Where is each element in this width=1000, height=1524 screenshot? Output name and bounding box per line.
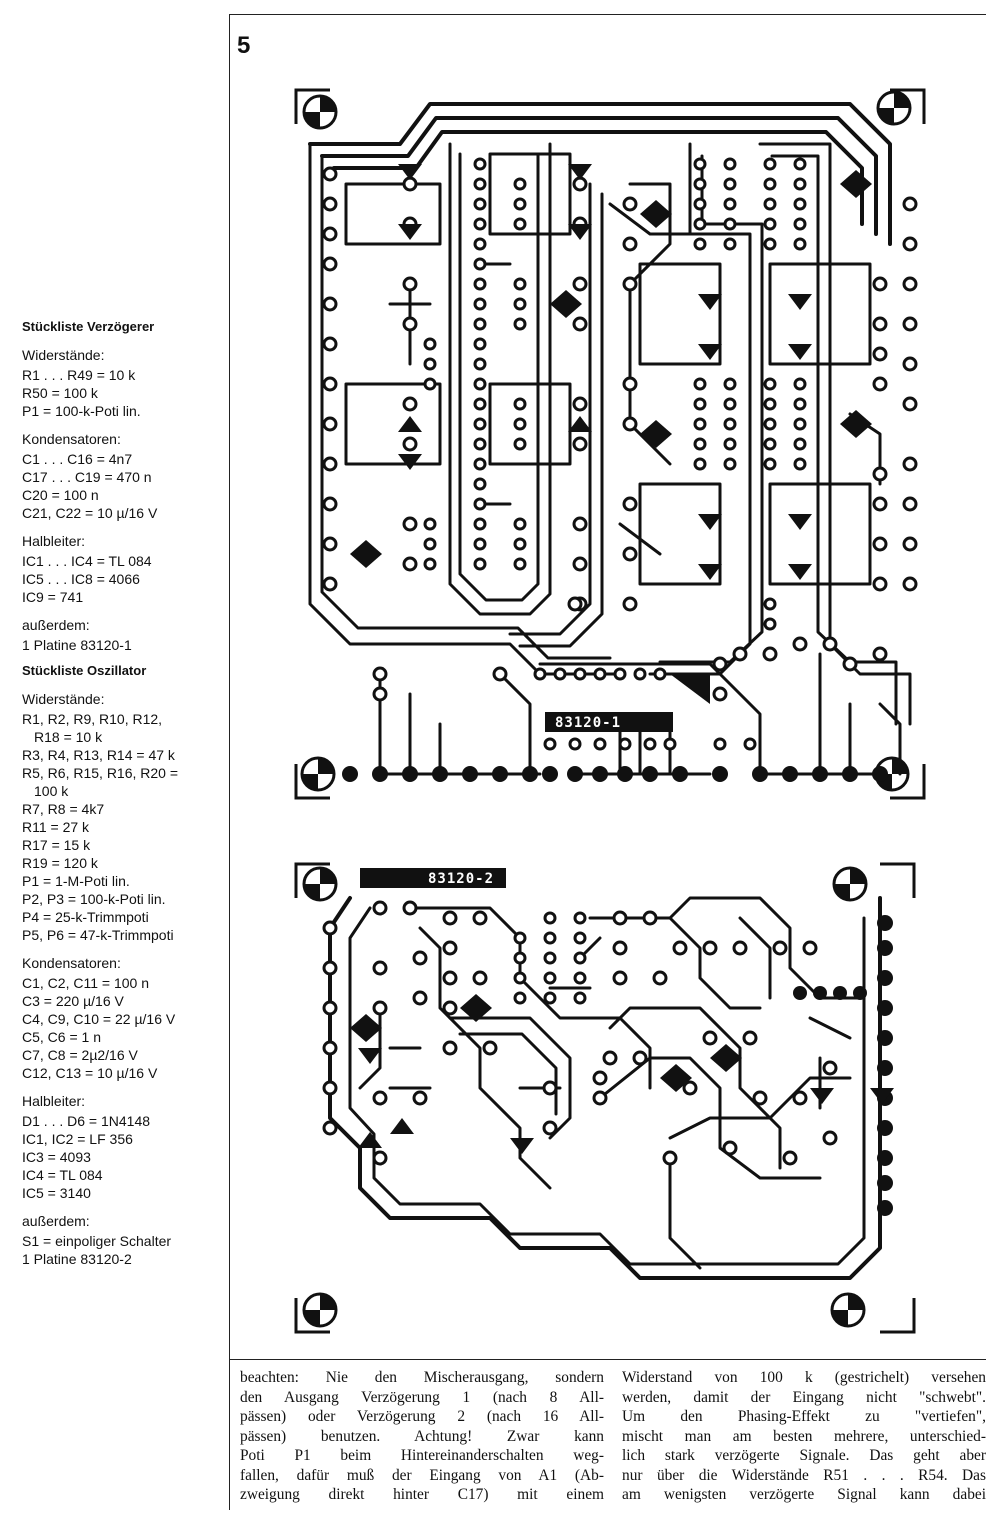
text-line: pässen) benutzen. Achtung! Zwar kann [240,1427,604,1445]
section-title: außerdem: [22,1213,90,1229]
part-line: C17 . . . C19 = 470 n [22,469,152,485]
copper-traces [328,896,882,1280]
parts-lists: Stückliste Verzögerer Widerstände: R1 . … [22,318,222,1268]
part-line: R1 . . . R49 = 10 k [22,367,136,383]
text-line: mischt man am besten mehrere, unterschie… [622,1427,986,1445]
figure-number: 5 [237,32,251,59]
text-line: am wenigsten verzögerte Signal kann dabe… [622,1486,986,1503]
section-title: Widerstände: [22,691,105,707]
text-line: Um den Phasing-Effekt zu "vertiefen", [622,1408,986,1425]
part-line: C1, C2, C11 = 100 n [22,975,149,991]
registration-targets [300,90,912,792]
board-1-label: 83120-1 [555,715,621,731]
part-line: C3 = 220 µ/16 V [22,993,124,1009]
part-line: D1 . . . D6 = 1N4148 [22,1113,151,1129]
part-line: R1, R2, R9, R10, R12, [22,711,163,727]
part-line: IC1 . . . IC4 = TL 084 [22,553,152,569]
part-line: C4, C9, C10 = 22 µ/16 V [22,1011,176,1027]
part-line: 100 k [34,783,69,799]
part-line: P2, P3 = 100-k-Poti lin. [22,891,166,907]
registration-targets [302,866,868,1328]
part-line: C12, C13 = 10 µ/16 V [22,1065,158,1081]
part-line: R19 = 120 k [22,855,98,871]
part-line: C20 = 100 n [22,487,99,503]
pads [322,900,838,1166]
part-line: P1 = 100-k-Poti lin. [22,403,141,419]
section-title: Halbleiter: [22,1093,86,1109]
part-line: P5, P6 = 47-k-Trimmpoti [22,927,174,943]
pcb-board-2-drawing: 83120-2 [294,862,916,1334]
board-label-83120-1: 83120-1 [545,712,673,732]
part-line: R17 = 15 k [22,837,91,853]
text-line: zweigung direkt hinter C17) mit einem [240,1486,604,1503]
part-line: R11 = 27 k [22,819,90,835]
part-line: IC4 = TL 084 [22,1167,103,1183]
parts-heading-oszillator: Stückliste Oszillator [22,663,147,678]
pcb-board-1-drawing: 83120-1 [294,88,926,800]
ground-fill-triangles [350,994,894,1154]
section-title: Widerstände: [22,347,105,363]
text-line: werden, damit der Eingang nicht "schwebt… [622,1388,986,1406]
parts-heading-verzoegerer: Stückliste Verzögerer [22,319,155,334]
text-line: beachten: Nie den Mischerausgang, sonder… [240,1369,604,1386]
copper-traces [308,102,912,776]
body-text-column-1: beachten: Nie den Mischerausgang, sonder… [240,1368,604,1505]
part-line: R18 = 10 k [34,729,103,745]
section-title: Kondensatoren: [22,431,121,447]
text-line: lich stark verzögerte Signale. Das geht … [622,1447,986,1464]
connector-pads [793,915,893,1216]
part-line: C5, C6 = 1 n [22,1029,101,1045]
corner-marks [294,88,926,800]
text-line: Widerstand von 100 k (gestrichelt) verse… [622,1369,986,1386]
ground-pads-row [342,766,888,782]
part-line: IC3 = 4093 [22,1149,91,1165]
body-text-column-2: Widerstand von 100 k (gestrichelt) verse… [622,1368,986,1505]
text-line: fallen, dafür muß der Eingang von A1 (Ab… [240,1466,604,1484]
part-line: C1 . . . C16 = 4n7 [22,451,133,467]
section-title: Kondensatoren: [22,955,121,971]
text-line: pässen) oder Verzögerung 2 (nach 16 All- [240,1408,604,1425]
text-line: nur über die Widerstände R51 . . . R54. … [622,1466,986,1484]
pads [322,157,918,751]
top-rule [229,14,986,15]
corner-marks [294,862,916,1334]
part-line: 1 Platine 83120-1 [22,637,132,653]
figure-bottom-rule [229,1359,986,1360]
text-line: Poti P1 beim Hintereinanderschalten weg- [240,1447,604,1464]
part-line: R50 = 100 k [22,385,98,401]
part-line: C21, C22 = 10 µ/16 V [22,505,158,521]
part-line: 1 Platine 83120-2 [22,1251,132,1267]
part-line: IC5 . . . IC8 = 4066 [22,571,140,587]
ground-fill-triangles [350,164,872,704]
part-line: C7, C8 = 2µ2/16 V [22,1047,138,1063]
part-line: S1 = einpoliger Schalter [22,1233,172,1249]
board-2-label: 83120-2 [428,871,494,887]
part-line: R7, R8 = 4k7 [22,801,105,817]
part-line: IC1, IC2 = LF 356 [22,1131,133,1147]
part-line: P1 = 1-M-Poti lin. [22,873,130,889]
part-line: R3, R4, R13, R14 = 47 k [22,747,175,763]
pcb-layout-83120-2: 83120-2 [290,858,930,1338]
section-title: Halbleiter: [22,533,86,549]
text-line: den Ausgang Verzögerung 1 (nach 8 All- [240,1388,604,1406]
board-label-83120-2: 83120-2 [360,868,506,888]
column-rule [229,14,230,1510]
part-line: P4 = 25-k-Trimmpoti [22,909,149,925]
section-title: außerdem: [22,617,90,633]
pcb-layout-83120-1: 83120-1 [290,84,930,804]
part-line: IC5 = 3140 [22,1185,91,1201]
part-line: R5, R6, R15, R16, R20 = [22,765,179,781]
part-line: IC9 = 741 [22,589,84,605]
